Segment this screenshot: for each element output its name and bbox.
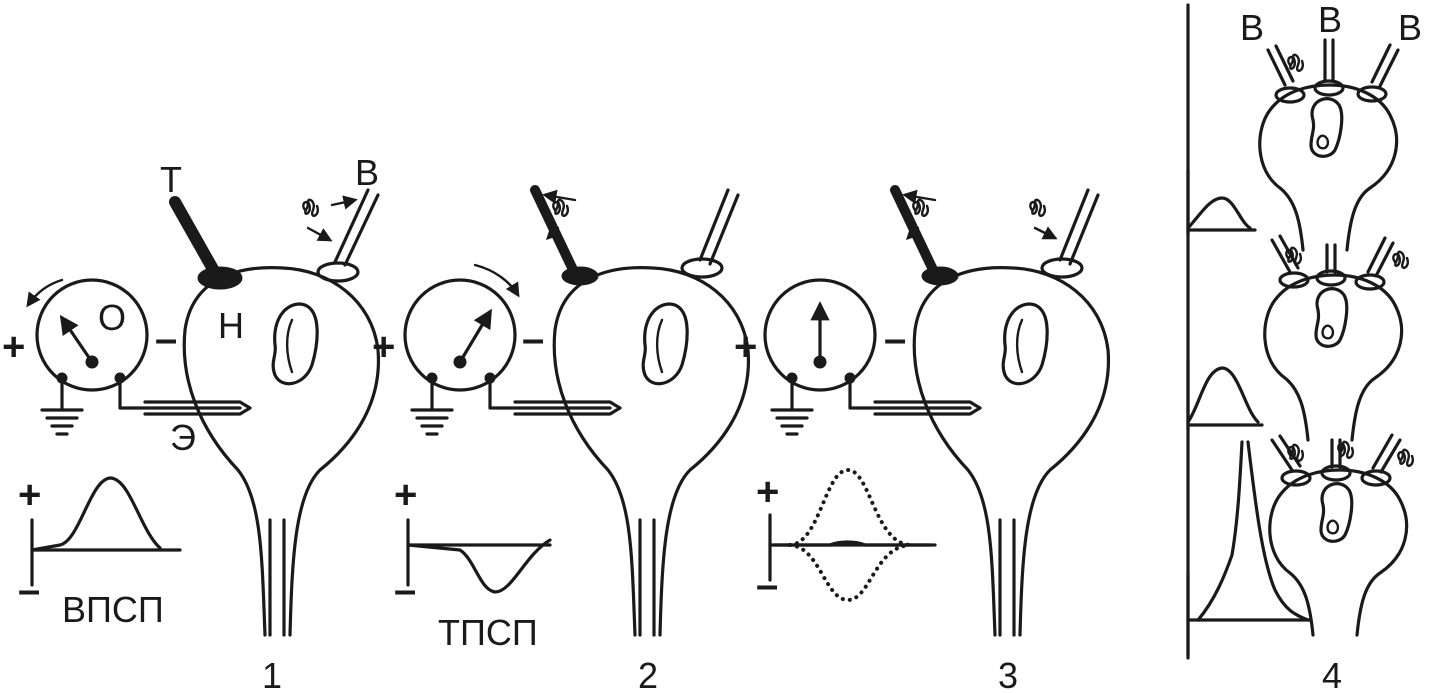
label-neuron: Н <box>218 305 244 346</box>
net-trace <box>773 540 932 547</box>
excitatory-electrode <box>698 188 740 266</box>
graph-minus: – <box>394 568 416 612</box>
summation-graph: + – <box>756 467 937 607</box>
minus-sign: – <box>884 317 906 361</box>
microelectrode <box>143 400 252 416</box>
graph-large <box>1186 440 1312 657</box>
minus-sign: – <box>155 317 177 361</box>
epsp-graph: + – ВПСП <box>18 473 182 630</box>
excitatory-electrode <box>333 188 380 267</box>
graph-label: ТПСП <box>438 612 538 653</box>
inhibitory-electrode <box>169 196 224 284</box>
graph-label: ВПСП <box>62 589 164 630</box>
oscilloscope <box>763 278 877 392</box>
label-excitatory-electrode: В <box>355 152 379 193</box>
ipsp-trace <box>406 538 552 594</box>
plus-sign: + <box>734 325 757 369</box>
neuron-cell <box>182 266 381 637</box>
label-microelectrode: Э <box>170 417 196 458</box>
label-excitatory-1: В <box>1240 7 1264 48</box>
panel-3: + – + – 3 <box>734 185 1111 693</box>
graph-minus: – <box>756 563 778 607</box>
neuron-cell <box>1258 83 1399 252</box>
panel-number: 4 <box>1322 655 1342 693</box>
graph-medium <box>1186 358 1264 432</box>
panel-number: 2 <box>638 655 658 693</box>
panel-2: + – + – ТПСП 2 <box>372 185 751 693</box>
inhibitory-synapse <box>561 266 599 286</box>
label-excitatory-3: В <box>1398 7 1422 48</box>
epsp-trace <box>30 476 162 552</box>
excitatory-synapse <box>316 261 360 283</box>
deflection-arrow <box>26 278 64 308</box>
graph-plus: + <box>18 473 41 517</box>
excitatory-electrode <box>1058 188 1100 266</box>
neuron-cell <box>912 266 1111 637</box>
deflection-arrow <box>473 263 520 298</box>
graph-small <box>1186 168 1257 237</box>
panel-number: 1 <box>262 655 282 693</box>
oscilloscope <box>403 278 517 392</box>
label-oscilloscope: О <box>98 297 126 338</box>
graph-minus: – <box>18 568 40 612</box>
label-excitatory-2: В <box>1318 0 1342 40</box>
plus-sign: + <box>2 325 25 369</box>
excitatory-synapse <box>1040 257 1084 279</box>
neuron-cell <box>552 266 751 637</box>
oscilloscope-needle <box>458 308 492 364</box>
ipsp-graph: + – ТПСП <box>394 473 552 653</box>
neuron-cell <box>1263 273 1404 442</box>
epsp-dotted-trace <box>788 467 912 547</box>
excitatory-synapse <box>680 257 724 279</box>
panel-1: Т В Н О + – Э + – ВПСП 1 <box>2 152 381 693</box>
ipsp-dotted-trace <box>788 543 912 603</box>
plus-sign: + <box>372 325 395 369</box>
inhibitory-synapse <box>197 266 243 290</box>
label-inhibitory-electrode: Т <box>160 159 182 200</box>
oscilloscope <box>35 278 149 392</box>
panel-number: 3 <box>998 655 1018 693</box>
inhibitory-synapse <box>921 266 959 286</box>
graph-plus: + <box>756 470 779 514</box>
microelectrode <box>513 400 622 416</box>
panel-4: В В В <box>1186 0 1422 693</box>
minus-sign: – <box>522 317 544 361</box>
graph-plus: + <box>394 473 417 517</box>
microelectrode <box>873 400 982 416</box>
oscilloscope-needle <box>59 314 94 364</box>
